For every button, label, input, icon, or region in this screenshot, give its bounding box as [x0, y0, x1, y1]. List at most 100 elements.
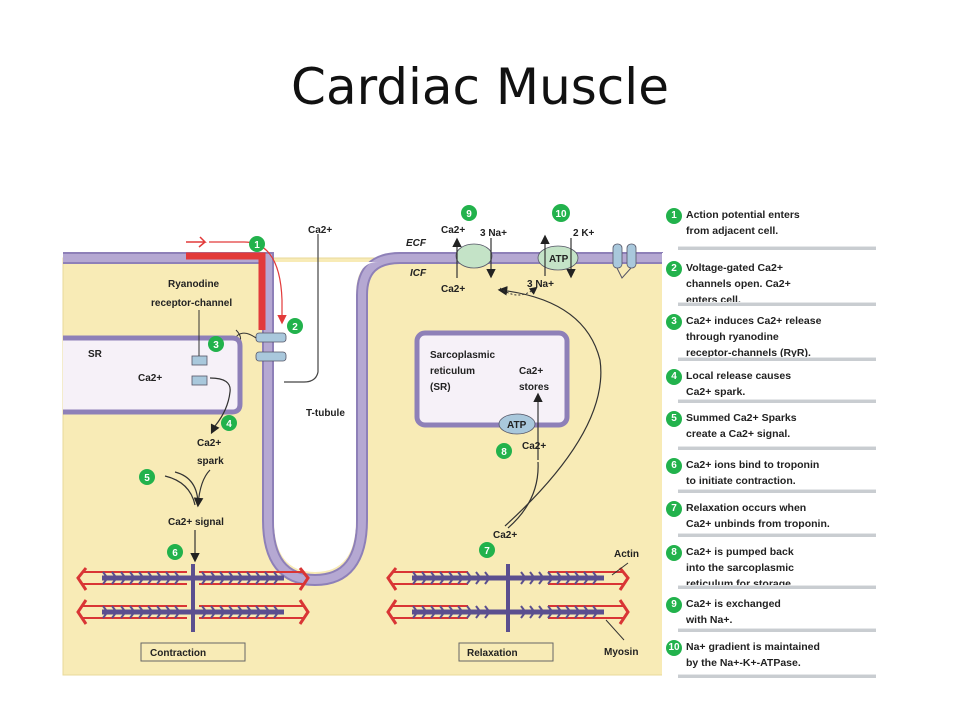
svg-text:5: 5: [144, 473, 150, 484]
badge-8: 8: [496, 443, 512, 459]
label-ca-spark-2: spark: [197, 456, 224, 467]
label-ryanodine-1: Ryanodine: [168, 279, 220, 290]
badge-6: 6: [167, 544, 183, 560]
svg-text:6: 6: [172, 548, 178, 559]
spark-sum-arrow-3: [193, 469, 211, 508]
label-atp-sr: ATP: [507, 420, 527, 431]
ca-release-arrow: [209, 377, 231, 435]
label-exchanger-ca-in: Ca2+: [441, 284, 465, 295]
badge-1: 1: [249, 236, 265, 252]
label-sarcoplasmic-1: Sarcoplasmic: [430, 350, 495, 361]
step-number-badge: 9: [666, 597, 682, 613]
sarcoplasmic-reticulum: [414, 330, 570, 428]
svg-text:2: 2: [292, 322, 298, 333]
step-number-badge: 8: [666, 545, 682, 561]
sarcomere-contraction: [76, 564, 310, 632]
label-sr: SR: [88, 349, 103, 360]
badge-5: 5: [139, 469, 155, 485]
step-number-badge: 5: [666, 411, 682, 427]
label-ca-released: Ca2+: [493, 530, 517, 541]
label-t-tubule: T-tubule: [306, 408, 345, 419]
label-ca-stores-1: Ca2+: [519, 366, 543, 377]
step-text: Ca2+ induces Ca2+ release through ryanod…: [686, 315, 822, 359]
label-contraction: Contraction: [150, 648, 206, 659]
ca-inflow-arrow: [284, 234, 319, 383]
l-type-channel-bottom: [255, 351, 287, 362]
label-ca-spark-1: Ca2+: [197, 438, 221, 449]
label-ryanodine-2: receptor-channel: [151, 298, 232, 309]
action-potential-arrow: [186, 236, 207, 248]
step-number-badge: 3: [666, 314, 682, 330]
step-text: Summed Ca2+ Sparks create a Ca2+ signal.: [686, 412, 797, 440]
ryanodine-channel-bottom: [191, 375, 208, 386]
label-na3-out: 3 Na+: [480, 228, 507, 239]
label-exchanger-ca-out: Ca2+: [441, 225, 465, 236]
svg-text:7: 7: [484, 546, 490, 557]
step-number-badge: 1: [666, 208, 682, 224]
badge-7: 7: [479, 542, 495, 558]
step-number-badge: 7: [666, 501, 682, 517]
membrane-channel-left: [612, 243, 623, 269]
label-ca-stores-2: stores: [519, 382, 549, 393]
step-text: Ca2+ is exchanged with Na+.: [686, 598, 781, 626]
svg-text:10: 10: [555, 209, 567, 220]
badge-9: 9: [461, 205, 477, 221]
na-ca-exchanger: [455, 243, 493, 269]
label-sarcoplasmic-2: reticulum: [430, 366, 475, 377]
relaxation-box: [458, 642, 554, 662]
label-sarcoplasmic-3: (SR): [430, 382, 451, 393]
badge-4: 4: [221, 415, 237, 431]
label-myosin: Myosin: [604, 647, 638, 658]
badge-3: 3: [208, 336, 224, 352]
page-title: Cardiac Muscle: [291, 58, 669, 116]
step-number-badge: 2: [666, 261, 682, 277]
svg-text:3: 3: [213, 340, 219, 351]
action-potential-path: [186, 252, 266, 330]
label-relaxation: Relaxation: [467, 648, 518, 659]
step-text: Ca2+ ions bind to troponin to initiate c…: [686, 459, 820, 487]
svg-text:1: 1: [254, 240, 260, 251]
label-atp-pump: ATP: [549, 254, 569, 265]
badge-2: 2: [287, 318, 303, 334]
label-icf: ICF: [410, 268, 427, 279]
svg-text:8: 8: [501, 447, 507, 458]
label-na3-in: 3 Na+: [527, 279, 554, 290]
label-ca-signal: Ca2+ signal: [168, 517, 224, 528]
svg-text:9: 9: [466, 209, 472, 220]
na-k-atpase: [537, 245, 579, 271]
l-type-channel-top: [255, 332, 287, 343]
step-text: Action potential enters from adjacent ce…: [686, 209, 800, 237]
label-k2-out: 2 K+: [573, 228, 595, 239]
label-ca-ecf: Ca2+: [308, 225, 332, 236]
label-ca-sr: Ca2+: [138, 373, 162, 384]
step-text: Voltage-gated Ca2+ channels open. Ca2+ e…: [686, 262, 791, 306]
step-number-badge: 4: [666, 369, 682, 385]
step-text: Local release causes Ca2+ spark.: [686, 370, 792, 398]
badge-10: 10: [552, 204, 570, 222]
label-actin: Actin: [614, 549, 639, 560]
step-number-badge: 10: [666, 640, 682, 656]
myosin-pointer: [605, 619, 625, 641]
svg-text:4: 4: [226, 419, 232, 430]
label-ca-sr-pump: Ca2+: [522, 441, 546, 452]
t-tubule-lumen: [274, 262, 378, 572]
label-ecf: ECF: [406, 238, 427, 249]
contraction-box: [140, 642, 246, 662]
membrane-channel-right: [626, 243, 637, 269]
sr-atp-pump: [498, 413, 536, 435]
step-text: Relaxation occurs when Ca2+ unbinds from…: [686, 502, 830, 530]
sr-pump-path: [507, 461, 539, 529]
step-text: Na+ gradient is maintained by the Na+-K+…: [686, 641, 820, 669]
